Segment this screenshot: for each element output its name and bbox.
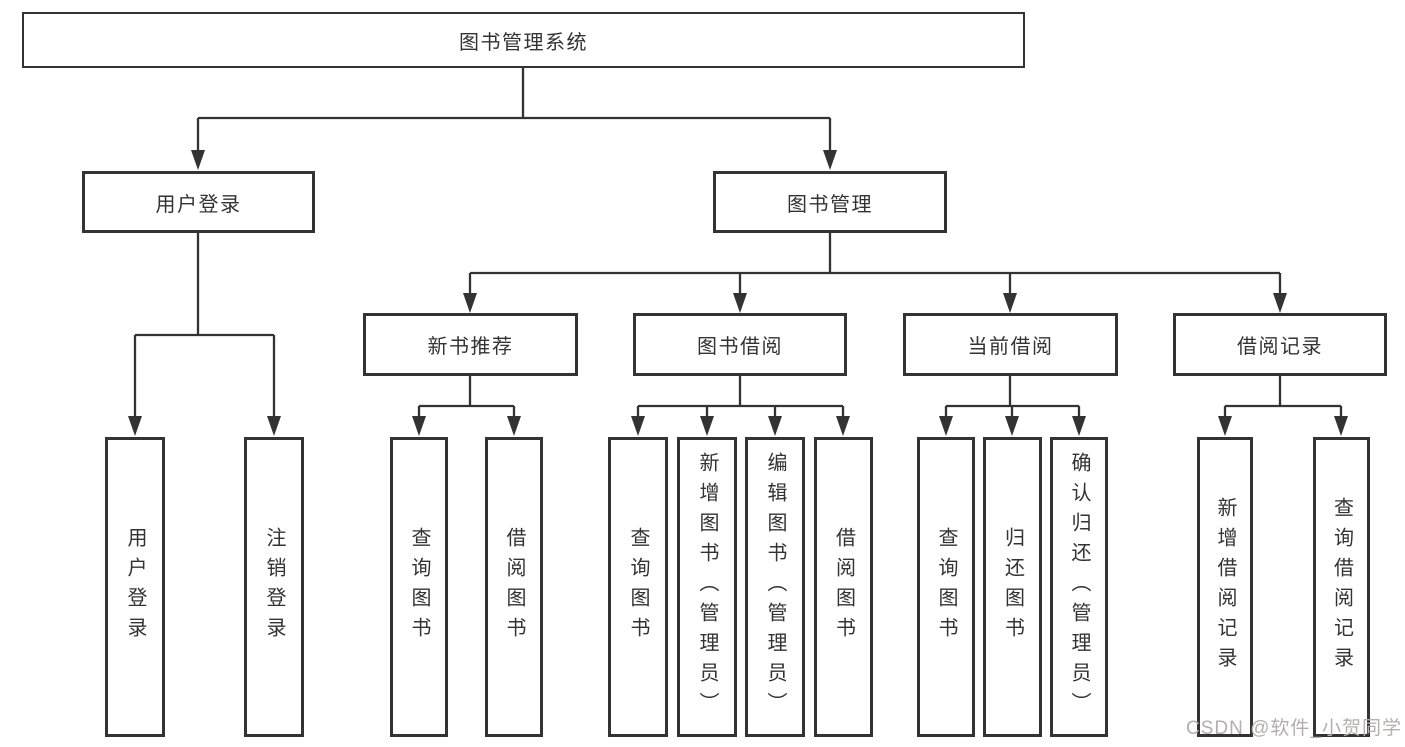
connector-book-borrow-to-leaves — [631, 376, 850, 436]
node-label: 借阅图书 — [832, 527, 855, 647]
node-borrow-record: 借阅记录 — [1173, 313, 1387, 376]
leaf-current-confirm-return-admin: 确认归还（管理员） — [1050, 437, 1108, 737]
node-label: 新书推荐 — [427, 336, 514, 358]
leaf-borrow-borrow-books: 借阅图书 — [814, 437, 873, 737]
node-label: 归还图书 — [1001, 527, 1024, 647]
node-label: 查询图书 — [627, 527, 649, 647]
connector-current-borrow-to-leaves — [939, 376, 1086, 436]
leaf-record-query-borrow-record: 查询借阅记录 — [1313, 437, 1370, 737]
csdn-watermark: CSDN @软件_小贺同学 — [1186, 718, 1402, 739]
node-label: 编辑图书（管理员） — [764, 452, 786, 722]
node-label: 借阅记录 — [1237, 336, 1323, 358]
node-label: 确认归还（管理员） — [1068, 452, 1090, 722]
node-label: 查询图书 — [408, 527, 430, 647]
leaf-record-add-borrow-record: 新增借阅记录 — [1197, 437, 1253, 737]
node-label: 借阅图书 — [503, 527, 525, 647]
leaf-borrow-query-books: 查询图书 — [608, 437, 668, 737]
leaf-user-login: 用户登录 — [105, 437, 165, 737]
connector-user-login-to-leaves — [128, 233, 281, 436]
node-system-root: 图书管理系统 — [22, 12, 1025, 68]
node-label: 用户登录 — [124, 527, 146, 647]
leaf-newbook-query-books: 查询图书 — [390, 437, 448, 737]
leaf-borrow-edit-books-admin: 编辑图书（管理员） — [745, 437, 805, 737]
leaf-borrow-add-books-admin: 新增图书（管理员） — [677, 437, 737, 737]
connector-new-book-to-leaves — [412, 376, 521, 436]
node-new-book-recommend: 新书推荐 — [363, 313, 578, 376]
node-label: 新增图书（管理员） — [696, 452, 718, 722]
leaf-newbook-borrow-books: 借阅图书 — [485, 437, 543, 737]
node-user-login: 用户登录 — [82, 171, 315, 233]
node-label: 图书管理 — [787, 193, 873, 216]
connector-borrow-record-to-leaves — [1218, 376, 1348, 436]
leaf-current-return-books: 归还图书 — [983, 437, 1042, 737]
node-book-borrow: 图书借阅 — [633, 313, 847, 376]
node-label: 图书管理系统 — [459, 31, 588, 54]
node-label: 用户登录 — [155, 193, 242, 216]
node-label: 注销登录 — [263, 527, 285, 647]
node-label: 图书借阅 — [697, 336, 783, 358]
node-label: 当前借阅 — [967, 336, 1054, 358]
leaf-logout: 注销登录 — [244, 437, 304, 737]
connector-root-to-level2 — [191, 68, 837, 170]
node-current-borrow: 当前借阅 — [903, 313, 1118, 376]
leaf-current-query-books: 查询图书 — [917, 437, 975, 737]
node-label: 新增借阅记录 — [1214, 497, 1236, 677]
connector-book-mgmt-to-level3 — [463, 233, 1287, 313]
node-label: 查询图书 — [935, 527, 957, 647]
node-label: 查询借阅记录 — [1330, 497, 1353, 677]
node-book-mgmt: 图书管理 — [713, 171, 947, 233]
